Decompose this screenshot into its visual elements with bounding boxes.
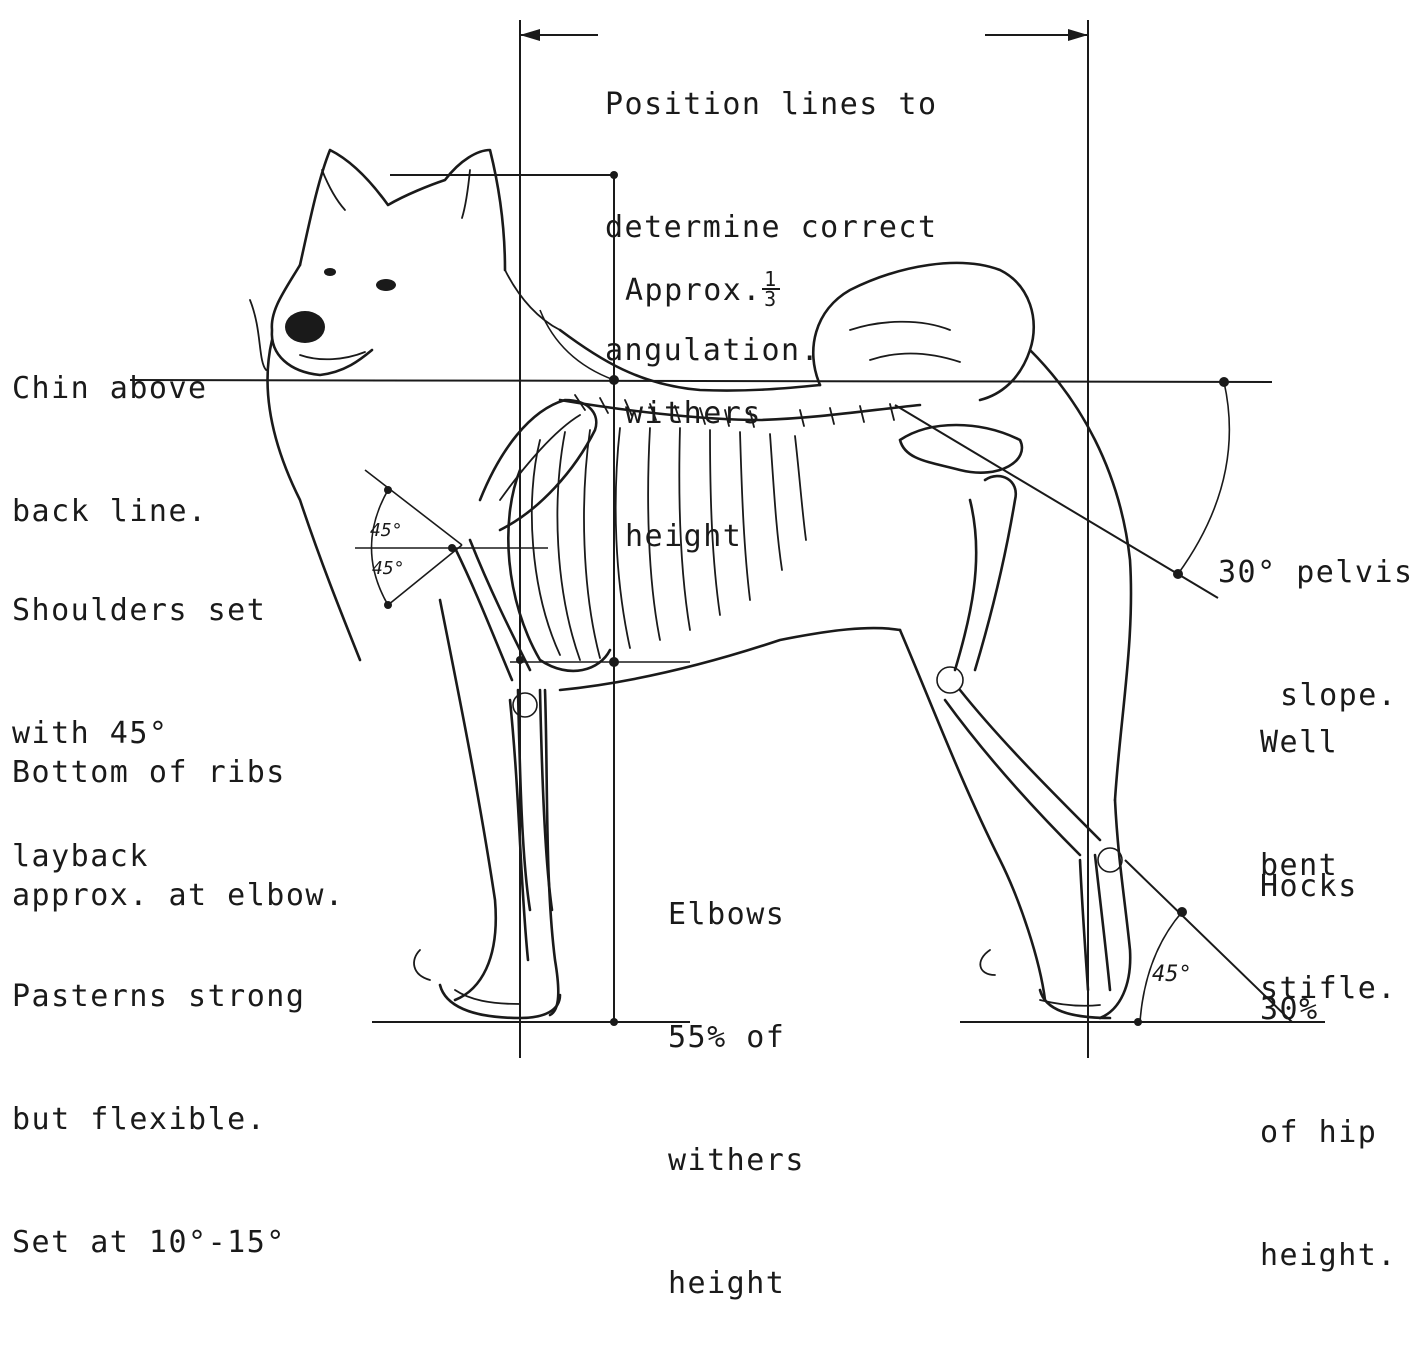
elbows-line-4: height [668,1263,805,1304]
elbows-line-2: 55% of [668,1017,805,1058]
pasterns-line-2: but flexible. [12,1099,305,1140]
elbows-line-3: withers [668,1140,805,1181]
hocks-line-3: of hip [1260,1112,1397,1153]
ribs-line-1: Bottom of ribs [12,752,345,793]
pasterns-line-1: Pasterns strong [12,976,305,1017]
withers-third-line-3: height [625,516,780,557]
pasterns-label: Pasterns strong but flexible. Set at 10°… [12,894,305,1304]
stifle-line-1: Well [1260,722,1397,763]
hocks-line-2: 30% [1260,989,1397,1030]
hocks-line-1: Hocks [1260,866,1397,907]
shoulder-angle-lower: 45° [372,558,405,579]
hocks-label: Hocks 30% of hip height. [1260,784,1397,1317]
chin-line-1: Chin above [12,368,208,409]
position-lines-line-1: Position lines to [605,84,938,125]
hocks-line-4: height. [1260,1235,1397,1276]
pelvis-line-1: 30° pelvis [1218,552,1414,593]
shoulders-line-1: Shoulders set [12,590,266,631]
elbows-line-1: Elbows [668,894,805,935]
conformation-diagram: Position lines to determine correct angu… [0,0,1423,1058]
fraction-denominator: 3 [762,290,780,308]
elbows-label: Elbows 55% of withers height [668,812,805,1345]
hock-angle: 45° [1152,962,1192,987]
shoulder-angle-upper: 45° [370,520,403,541]
pasterns-line-3: Set at 10°-15° [12,1222,305,1263]
withers-third-line-2: withers [625,393,780,434]
